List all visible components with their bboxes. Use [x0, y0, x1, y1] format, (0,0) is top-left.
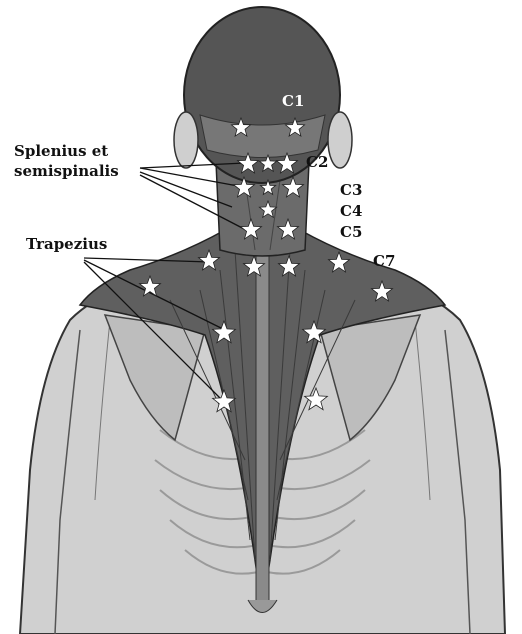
label-c2: C2: [306, 153, 328, 171]
label-c5: C5: [340, 223, 362, 241]
label-c4: C4: [340, 202, 362, 220]
label-trapezius: Trapezius: [26, 235, 107, 253]
label-c3: C3: [340, 181, 362, 199]
label-semispinalis: semispinalis: [14, 162, 119, 180]
label-c1: C1: [282, 92, 304, 110]
label-c7: C7: [373, 252, 395, 270]
label-splenius: Splenius et: [14, 142, 108, 160]
